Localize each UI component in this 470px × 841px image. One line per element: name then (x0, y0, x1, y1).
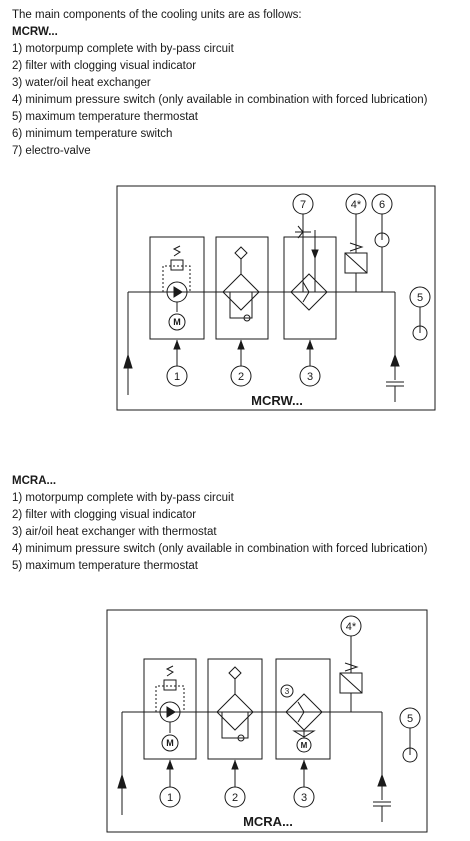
mcra-item-2: 2) filter with clogging visual indicator (12, 509, 197, 521)
intro-text: The main components of the cooling units… (12, 9, 302, 21)
mcra-callout-2: 2 (232, 792, 238, 804)
mcrw-title: MCRW... (12, 26, 58, 38)
mcra-text-block: MCRA... 1) motorpump complete with by-pa… (12, 473, 427, 575)
mcra-callout-5: 5 (407, 713, 413, 725)
mcrw-callout-2: 2 (238, 371, 244, 383)
mcrw-callout-6: 6 (379, 199, 385, 211)
mcra-fan-motor-icon (296, 737, 312, 753)
mcrw-filter-icon (222, 273, 260, 311)
mcrw-item-7: 7) electro-valve (12, 145, 91, 157)
mcra-item-3: 3) air/oil heat exchanger with thermosta… (12, 526, 217, 538)
mcra-callout-1: 1 (167, 792, 173, 804)
mcra-diagram-label: MCRA... (243, 814, 293, 829)
mcrw-motor-icon (168, 313, 186, 331)
mcrw-item-3: 3) water/oil heat exchanger (12, 77, 151, 89)
mcrw-item-6: 6) minimum temperature switch (12, 128, 173, 140)
mcra-item-5: 5) maximum temperature thermostat (12, 560, 198, 572)
mcrw-exchanger-icon (290, 273, 328, 311)
mcrw-item-2: 2) filter with clogging visual indicator (12, 60, 197, 72)
svg-text:M: M (301, 741, 308, 750)
mcra-motorpump-box (143, 658, 197, 760)
mcrw-exchanger-box (283, 236, 337, 340)
mcra-filter-box (207, 658, 263, 760)
mcrw-callout-4: 4* (351, 199, 362, 211)
mcrw-item-1: 1) motorpump complete with by-pass circu… (12, 43, 234, 55)
mcra-thermostat-3-icon (280, 684, 294, 698)
mcrw-text-block: The main components of the cooling units… (12, 7, 427, 160)
mcra-thermostat-symbol-label: 3 (285, 687, 290, 696)
mcrw-callout-7: 7 (300, 199, 306, 211)
mcra-item-4: 4) minimum pressure switch (only availab… (12, 543, 428, 555)
mcrw-callout-3: 3 (307, 371, 313, 383)
mcra-title: MCRA... (12, 475, 57, 487)
mcra-item-1: 1) motorpump complete with by-pass circu… (12, 492, 234, 504)
mcra-exchanger-box (275, 658, 331, 760)
mcrw-motorpump-box (149, 236, 205, 340)
mcrw-diagram-label: MCRW... (251, 393, 303, 408)
mcrw-callout-1: 1 (174, 371, 180, 383)
mcra-filter-icon (216, 693, 254, 731)
svg-text:M: M (166, 738, 174, 748)
mcra-callout-3: 3 (301, 792, 307, 804)
mcrw-item-5: 5) maximum temperature thermostat (12, 111, 198, 123)
mcrw-filter-box (215, 236, 269, 340)
mcra-motor-icon (161, 734, 179, 752)
mcrw-item-4: 4) minimum pressure switch (only availab… (12, 94, 428, 106)
mcrw-callout-5: 5 (417, 292, 423, 304)
mcra-callout-4: 4* (346, 621, 357, 633)
svg-text:M: M (173, 317, 181, 327)
